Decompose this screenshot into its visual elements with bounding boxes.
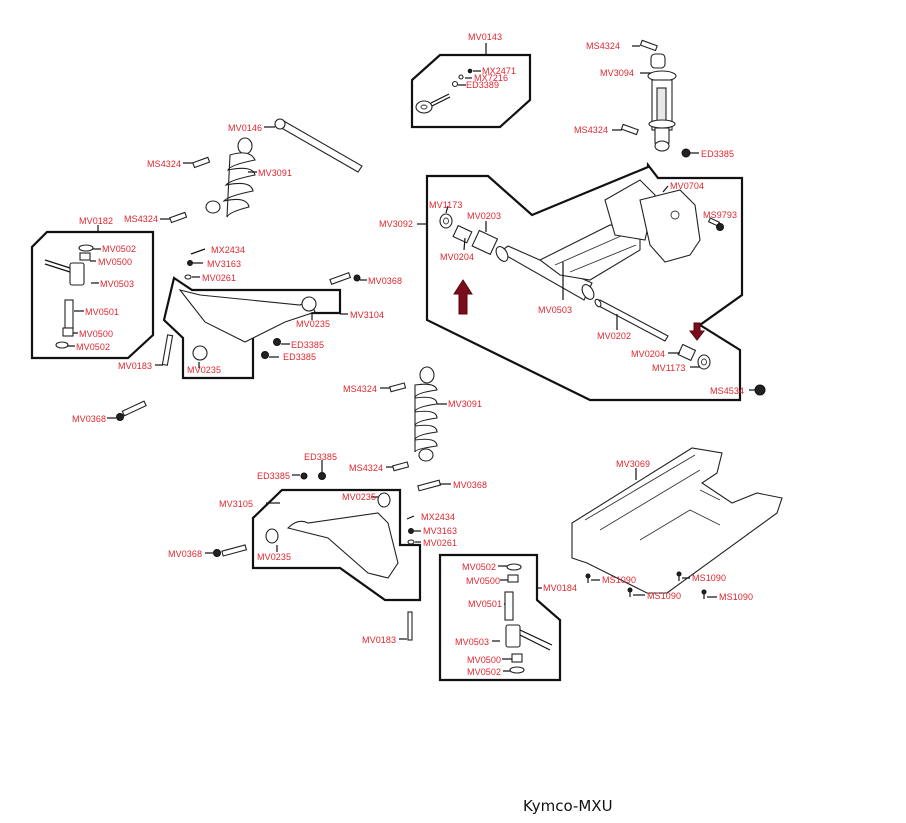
part-label: MV0146 <box>228 123 263 133</box>
part-label: MV3069 <box>616 459 651 469</box>
nut-part <box>754 384 766 396</box>
up-arrow-highlight <box>453 279 473 315</box>
part-label: MS4324 <box>343 384 378 394</box>
group-knuckle-left <box>30 225 155 360</box>
part-label: MS4324 <box>124 214 159 224</box>
part-label: MV0235 <box>187 365 222 375</box>
part-label: MV0261 <box>202 273 237 283</box>
part-label: MV1173 <box>429 200 463 210</box>
part-label: MV0235 <box>296 319 331 329</box>
part-label: ED3385 <box>701 149 735 159</box>
part-label: MV0500 <box>79 329 114 339</box>
part-label: MS4534 <box>710 386 745 396</box>
part-label: MV0184 <box>543 583 578 593</box>
part-label: MV0502 <box>102 244 137 254</box>
group-lower-arm <box>205 460 451 641</box>
part-label: MX2434 <box>211 245 246 255</box>
group-mv0143 <box>410 43 532 129</box>
part-label: MV0503 <box>455 637 490 647</box>
part-label: MV0500 <box>467 655 502 665</box>
part-label: ED3389 <box>466 80 500 90</box>
group-knuckle-right <box>438 553 562 682</box>
loose-bolt-left <box>107 400 147 421</box>
part-label: MX7216 <box>474 73 509 83</box>
part-label: MV3092 <box>379 219 414 229</box>
part-label: MV0183 <box>118 361 153 371</box>
part-label: MV0704 <box>670 181 705 191</box>
part-label: MV3094 <box>600 68 635 78</box>
part-label: MV3163 <box>423 526 458 536</box>
part-label: MV0502 <box>76 342 111 352</box>
part-label: MV0203 <box>467 211 502 221</box>
part-label: MS4324 <box>574 125 609 135</box>
diagram-caption: Kymco-MXU <box>523 797 613 815</box>
part-label: MV0368 <box>368 276 403 286</box>
part-label: MV0503 <box>538 305 573 315</box>
part-label: MV0368 <box>72 414 107 424</box>
part-label: MV3091 <box>448 399 483 409</box>
part-label: MS4324 <box>147 159 182 169</box>
part-label: MS1090 <box>719 592 754 602</box>
part-label: MV0235 <box>342 492 377 502</box>
part-label: MV0501 <box>85 307 120 317</box>
front-shock-upper <box>160 118 363 224</box>
part-label: MV3091 <box>258 168 293 178</box>
group-skid-plate <box>571 447 783 599</box>
rear-shock-assembly <box>612 39 699 158</box>
part-label: ED3385 <box>304 452 338 462</box>
part-label: MV3163 <box>207 259 242 269</box>
part-label: MV0183 <box>362 635 397 645</box>
part-label: MV0502 <box>462 562 497 572</box>
part-label: MV0204 <box>440 252 475 262</box>
part-label: ED3385 <box>257 471 291 481</box>
part-label: MX2471 <box>482 66 517 76</box>
part-label: ED3385 <box>283 352 317 362</box>
part-label: MV0501 <box>468 599 503 609</box>
front-shock-lower <box>380 366 447 472</box>
part-label: MV0235 <box>257 552 292 562</box>
part-label: MS9793 <box>703 210 738 220</box>
part-label: MV0368 <box>453 480 488 490</box>
part-label: MV0502 <box>467 667 502 677</box>
part-label: MS1090 <box>602 575 637 585</box>
washer-part <box>439 213 453 229</box>
part-label: MV3105 <box>219 499 254 509</box>
part-label: MV3104 <box>350 310 385 320</box>
part-label: MS1090 <box>692 573 727 583</box>
eye-bolt-part <box>415 100 433 114</box>
part-label: MV0182 <box>79 216 114 226</box>
part-label: MV0500 <box>98 257 133 267</box>
part-label: MS4324 <box>349 463 384 473</box>
part-label: MS1090 <box>647 591 682 601</box>
part-label: MV0261 <box>423 538 458 548</box>
part-label: MV1173 <box>652 363 686 373</box>
part-label: MS4324 <box>586 41 621 51</box>
part-label: MV0143 <box>468 32 503 42</box>
part-label: MV0503 <box>100 279 135 289</box>
group-upper-arm <box>155 248 367 380</box>
part-label: MV0204 <box>631 349 666 359</box>
part-label: MX2434 <box>421 512 456 522</box>
group-swingarm <box>417 161 766 402</box>
part-label: MV0368 <box>168 549 203 559</box>
part-label: MV0202 <box>597 331 632 341</box>
part-label: ED3385 <box>291 340 325 350</box>
part-label: MV0500 <box>466 576 501 586</box>
down-arrow-highlight <box>688 322 706 341</box>
